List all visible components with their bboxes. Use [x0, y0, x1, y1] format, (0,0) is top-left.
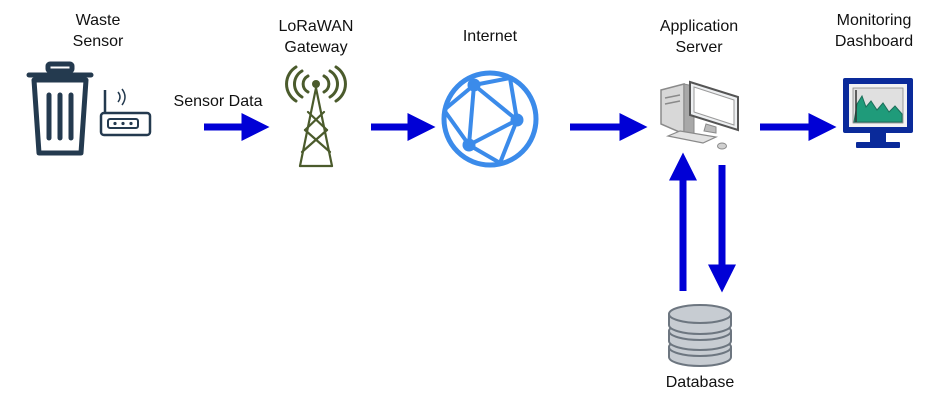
dashboard-label-line2: Dashboard: [835, 33, 913, 50]
app-server-label-line1: Application: [660, 18, 738, 35]
globe-network-icon: [441, 70, 539, 168]
flow-arrows: [204, 113, 837, 293]
internet-label: Internet: [463, 28, 518, 45]
gateway-label-line2: Gateway: [284, 39, 347, 56]
sensor-device-icon: [99, 88, 152, 137]
sensor-data-edge-label: Sensor Data: [174, 93, 263, 110]
dashboard-label-line1: Monitoring: [837, 12, 912, 29]
database-label: Database: [666, 374, 735, 391]
desktop-computer-icon: [660, 80, 739, 150]
trash-bin-icon: [26, 61, 94, 156]
database-cylinder-icon: [668, 304, 732, 367]
waste-sensor-label-line1: Waste: [76, 12, 121, 29]
app-server-label-line2: Server: [675, 39, 723, 56]
gateway-label-line1: LoRaWAN: [279, 18, 354, 35]
monitor-chart-icon: [843, 78, 913, 148]
waste-sensor-label-line2: Sensor: [73, 33, 124, 50]
radio-tower-icon: [285, 65, 347, 168]
